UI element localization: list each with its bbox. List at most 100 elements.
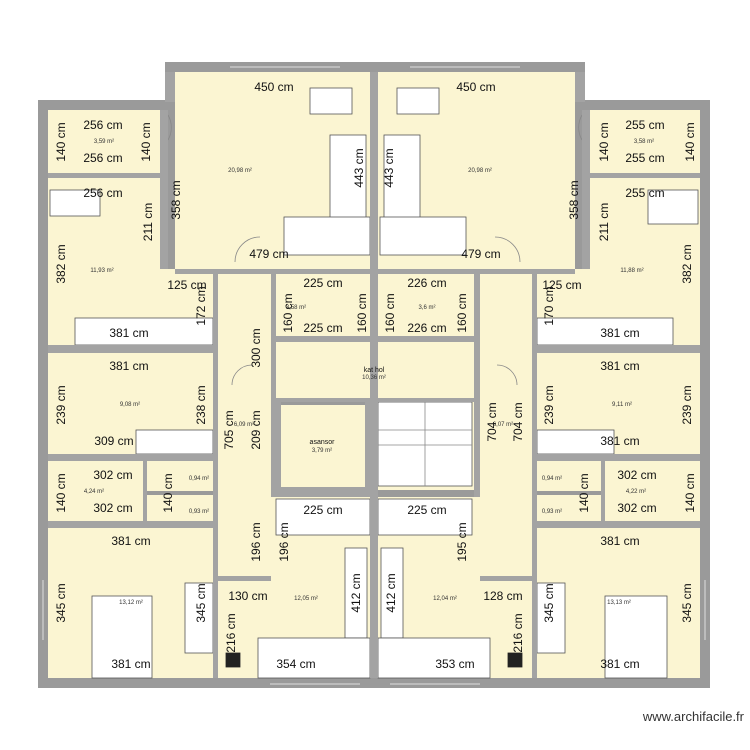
area-label: 6,09 m² — [234, 422, 254, 428]
room-wc-small-right-1 — [537, 461, 601, 491]
dim-label: 345 cm — [194, 583, 208, 622]
area-label: 10,36 m² — [362, 375, 386, 381]
kitchen-table-left — [49, 189, 101, 217]
dim-label: 309 cm — [94, 434, 133, 448]
interior-walls — [48, 72, 700, 678]
dim-label: 381 cm — [600, 534, 639, 548]
dim-label: 238 cm — [194, 385, 208, 424]
dim-label: 382 cm — [54, 244, 68, 283]
sofa-bottom-left — [257, 637, 371, 679]
room-top-right-small — [590, 110, 700, 173]
dim-label: 302 cm — [93, 468, 132, 482]
watermark-text: www.archifacile.fr — [642, 709, 744, 724]
dim-label: 255 cm — [625, 118, 664, 132]
sofa-base-right — [379, 216, 467, 256]
stove-left — [225, 652, 241, 668]
dim-label: 443 cm — [382, 148, 396, 187]
room-wc-small-left-2 — [147, 495, 213, 521]
dim-label: 345 cm — [54, 583, 68, 622]
stairs — [377, 401, 473, 487]
bed-bottom-left — [91, 595, 153, 679]
room-wc-small-right-2 — [537, 495, 601, 521]
dim-label: 128 cm — [483, 589, 522, 603]
dim-label: 358 cm — [169, 180, 183, 219]
counter-left — [74, 317, 214, 346]
area-label: 3,58 m² — [286, 305, 306, 311]
furniture — [49, 87, 699, 679]
dim-label: 130 cm — [228, 589, 267, 603]
dimension-labels-vertical: 140 cm 140 cm 140 cm 140 cm 358 cm 358 c… — [54, 122, 697, 652]
area-label: 11,93 m² — [90, 268, 113, 274]
dining-table-right — [396, 87, 440, 115]
dim-label: 216 cm — [224, 613, 238, 652]
area-label: 4,22 m² — [626, 489, 646, 495]
area-label: 0,94 m² — [189, 476, 209, 482]
area-label: 0,93 m² — [542, 509, 562, 515]
dim-label: 381 cm — [109, 326, 148, 340]
dim-label: 225 cm — [407, 503, 446, 517]
desk-left — [135, 429, 214, 455]
dim-label: 226 cm — [407, 276, 446, 290]
area-label: 3,6 m² — [418, 305, 435, 311]
area-label: 12,05 m² — [294, 596, 318, 602]
area-label: 6,07 m² — [493, 422, 513, 428]
dim-label: 256 cm — [83, 186, 122, 200]
dim-label: 140 cm — [597, 122, 611, 161]
dim-label: 196 cm — [277, 522, 291, 561]
dim-label: 381 cm — [600, 359, 639, 373]
dim-label: 125 cm — [542, 278, 581, 292]
dim-label: 412 cm — [349, 573, 363, 612]
dim-label: 479 cm — [249, 247, 288, 261]
dim-label: 381 cm — [111, 534, 150, 548]
dim-label: 211 cm — [141, 203, 155, 241]
dim-label: 302 cm — [617, 501, 656, 515]
area-label: 20,98 m² — [228, 168, 252, 174]
dim-label: 255 cm — [625, 151, 664, 165]
dim-label: 382 cm — [680, 244, 694, 283]
dim-label: 225 cm — [303, 503, 342, 517]
kitchen-table-right — [647, 189, 699, 225]
dim-label: 140 cm — [139, 122, 153, 161]
dim-label: 381 cm — [111, 657, 150, 671]
bed-bottom-right — [604, 595, 668, 679]
doors — [167, 114, 583, 386]
area-label: 4,24 m² — [84, 489, 104, 495]
dim-label: 255 cm — [625, 186, 664, 200]
sofa-base-left — [283, 216, 371, 256]
dim-label: 196 cm — [249, 522, 263, 561]
room-elevator — [281, 405, 365, 487]
dim-label: 226 cm — [407, 321, 446, 335]
dim-label: 381 cm — [600, 657, 639, 671]
area-label: 3,59 m² — [94, 139, 114, 145]
dim-label: 450 cm — [254, 80, 293, 94]
sofa-bottom-right — [377, 637, 491, 679]
dim-label: 225 cm — [303, 276, 342, 290]
dim-label: 160 cm — [355, 293, 369, 332]
dim-label: 443 cm — [352, 148, 366, 187]
dim-label: 160 cm — [281, 293, 295, 332]
dim-label: 705 cm — [222, 410, 236, 449]
room-wc-small-left-1 — [147, 461, 213, 491]
dimension-labels: 450 cm 450 cm 256 cm 256 cm 255 cm 255 c… — [83, 80, 664, 671]
dim-label: 160 cm — [383, 293, 397, 332]
dim-label: 704 cm — [485, 402, 499, 441]
area-label: 13,13 m² — [607, 600, 631, 606]
sofa-left — [329, 134, 367, 220]
room-bath-right — [605, 461, 700, 521]
dim-label: 450 cm — [456, 80, 495, 94]
sofa-right — [383, 134, 421, 220]
dim-label: 302 cm — [93, 501, 132, 515]
counter-right — [536, 317, 674, 346]
area-label: 3,58 m² — [634, 139, 654, 145]
cabinet-mid-right — [377, 498, 473, 536]
dim-label: 479 cm — [461, 247, 500, 261]
dim-label: 209 cm — [249, 410, 263, 449]
dim-label: 354 cm — [276, 657, 315, 671]
room-top-left-small — [48, 110, 160, 173]
dim-label: 256 cm — [83, 151, 122, 165]
dim-label: 211 cm — [597, 203, 611, 241]
dim-label: 125 cm — [167, 278, 206, 292]
area-label: 3,79 m² — [312, 448, 332, 454]
dim-label: 239 cm — [680, 385, 694, 424]
room-bath-left — [48, 461, 143, 521]
